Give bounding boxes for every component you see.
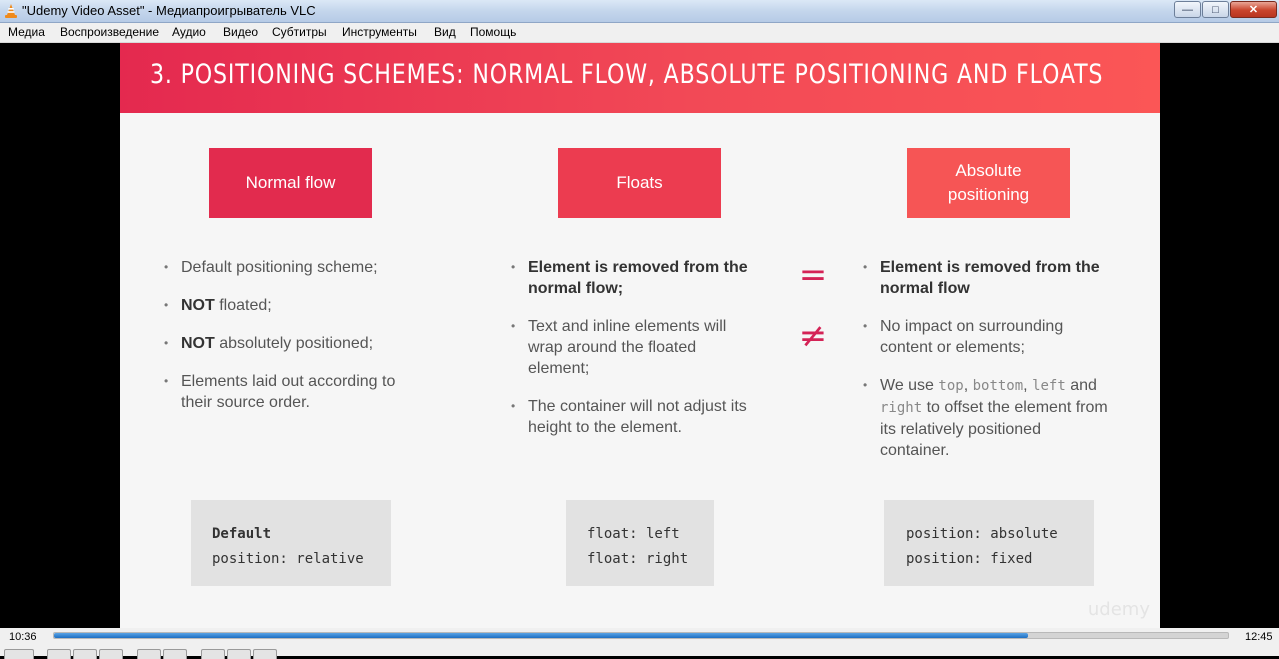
code-box-normal-flow: Default position: relative xyxy=(191,500,391,586)
bullet-bold-text: NOT xyxy=(181,335,215,352)
bullet-text: Default positioning scheme; xyxy=(181,259,378,276)
list-item: Element is removed from the normal flow xyxy=(863,257,1113,299)
menu-bar: Медиа Воспроизведение Аудио Видео Субтит… xyxy=(0,23,1279,43)
menu-tools[interactable]: Инструменты xyxy=(342,25,417,39)
box-absolute-positioning: Absolute positioning xyxy=(907,148,1070,218)
code-right: right xyxy=(880,400,923,416)
menu-subtitles[interactable]: Субтитры xyxy=(272,25,327,39)
window-title-bar: "Udemy Video Asset" - Медиапроигрыватель… xyxy=(0,0,1279,23)
bullet-text: absolutely positioned; xyxy=(214,335,374,352)
list-item: Elements laid out according to their sou… xyxy=(164,371,404,413)
bullet-text: Elements laid out according to their sou… xyxy=(181,373,396,411)
menu-playback[interactable]: Воспроизведение xyxy=(60,25,160,39)
list-item: NOT absolutely positioned; xyxy=(164,333,404,354)
box-normal-flow: Normal flow xyxy=(209,148,372,218)
list-item: NOT floated; xyxy=(164,295,404,316)
code-line: float: left xyxy=(587,526,680,542)
video-area[interactable]: 3. Positioning schemes: normal flow, abs… xyxy=(0,43,1279,628)
bullet-bold-text: NOT xyxy=(181,297,215,314)
equal-sign-icon: = xyxy=(798,255,828,295)
close-button[interactable]: ✕ xyxy=(1230,1,1277,18)
next-button[interactable] xyxy=(99,649,123,659)
menu-video[interactable]: Видео xyxy=(223,25,259,39)
list-item: Default positioning scheme; xyxy=(164,257,404,278)
minimize-button[interactable]: — xyxy=(1174,1,1201,18)
shuffle-button[interactable] xyxy=(253,649,277,659)
seek-bar[interactable] xyxy=(53,632,1229,639)
bullet-text: , xyxy=(963,377,973,394)
list-item: Element is removed from the normal flow; xyxy=(511,257,761,299)
code-line: position: absolute xyxy=(906,526,1058,542)
bullet-text: No impact on surrounding content or elem… xyxy=(880,318,1064,356)
list-item: No impact on surrounding content or elem… xyxy=(863,316,1113,358)
menu-media[interactable]: Медиа xyxy=(8,25,45,39)
box-floats: Floats xyxy=(558,148,721,218)
current-time: 10:36 xyxy=(9,631,37,643)
fullscreen-button[interactable] xyxy=(137,649,161,659)
list-item: Text and inline elements will wrap aroun… xyxy=(511,316,761,379)
code-bottom: bottom xyxy=(972,378,1024,394)
previous-button[interactable] xyxy=(47,649,71,659)
menu-view[interactable]: Вид xyxy=(434,25,456,39)
window-title: "Udemy Video Asset" - Медиапроигрыватель… xyxy=(22,3,316,18)
bullet-bold-text: Element is removed from the normal flow; xyxy=(528,259,748,297)
list-item: The container will not adjust its height… xyxy=(511,396,761,438)
bullet-text: We use xyxy=(880,377,939,394)
normal-flow-bullets: Default positioning scheme; NOT floated;… xyxy=(164,257,404,430)
not-equal-sign-icon: ≠ xyxy=(798,316,828,356)
menu-help[interactable]: Помощь xyxy=(470,25,517,39)
code-box-absolute: position: absolute position: fixed xyxy=(884,500,1094,586)
bullet-text: Text and inline elements will wrap aroun… xyxy=(528,318,727,377)
code-line: position: fixed xyxy=(906,551,1033,567)
code-top: top xyxy=(938,378,964,394)
code-box-floats: float: left float: right xyxy=(566,500,714,586)
slide-header: 3. Positioning schemes: normal flow, abs… xyxy=(120,43,1160,113)
absolute-positioning-bullets: Element is removed from the normal flow … xyxy=(863,257,1113,478)
maximize-button[interactable]: □ xyxy=(1202,1,1229,18)
play-pause-button[interactable] xyxy=(4,649,34,659)
vlc-cone-icon xyxy=(5,4,17,18)
video-frame-slide: 3. Positioning schemes: normal flow, abs… xyxy=(120,43,1160,628)
bullet-text: to offset the element from its relativel… xyxy=(880,399,1108,459)
code-line: Default xyxy=(212,526,272,542)
floats-bullets: Element is removed from the normal flow;… xyxy=(511,257,761,455)
bullet-text: floated; xyxy=(214,297,272,314)
extended-settings-button[interactable] xyxy=(163,649,187,659)
seek-progress xyxy=(54,633,1029,638)
code-line: float: right xyxy=(587,551,689,567)
bullet-text: The container will not adjust its height… xyxy=(528,398,747,436)
code-left: left xyxy=(1032,378,1066,394)
bullet-text: and xyxy=(1065,377,1097,394)
menu-audio[interactable]: Аудио xyxy=(172,25,206,39)
bullet-bold-text: Element is removed from the normal flow xyxy=(880,259,1100,297)
list-item: We use top, bottom, left and right to of… xyxy=(863,375,1113,461)
player-controls: 10:36 12:45 xyxy=(0,628,1279,659)
playlist-button[interactable] xyxy=(201,649,225,659)
loop-button[interactable] xyxy=(227,649,251,659)
bullet-text: , xyxy=(1023,377,1033,394)
slide-title: 3. Positioning schemes: normal flow, abs… xyxy=(150,59,1104,90)
stop-button[interactable] xyxy=(73,649,97,659)
udemy-watermark: udemy xyxy=(1087,599,1150,620)
total-time: 12:45 xyxy=(1245,631,1273,643)
code-line: position: relative xyxy=(212,551,364,567)
